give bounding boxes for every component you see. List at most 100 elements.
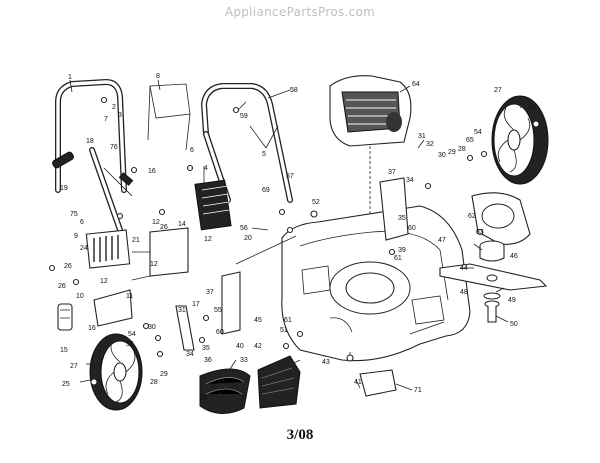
callout-15: 15: [60, 347, 68, 354]
callout-28b: 28: [150, 379, 158, 386]
callout-41: 41: [354, 379, 362, 386]
callout-28: 28: [458, 146, 466, 153]
callout-46: 46: [510, 253, 518, 260]
callout-31: 31: [418, 133, 426, 140]
callout-54: 54: [474, 129, 482, 136]
rear-door-9: [85, 229, 131, 269]
callout-26: 26: [160, 224, 168, 231]
callout-3: 3: [118, 112, 122, 119]
callout-9: 9: [74, 233, 78, 240]
callout-2: 2: [112, 104, 116, 111]
callout-37: 37: [388, 169, 396, 176]
callout-34b: 34: [186, 351, 194, 358]
callout-34: 34: [406, 177, 414, 184]
callout-26c: 26: [58, 283, 66, 290]
height-lever-37: [221, 271, 241, 335]
rear-wheel-27: [491, 95, 549, 185]
callout-65: 65: [466, 137, 474, 144]
callout-64: 64: [412, 81, 420, 88]
callout-30: 30: [438, 152, 446, 159]
callout-42: 42: [254, 343, 262, 350]
mulch-plug-38: [199, 368, 251, 414]
page-footer-date: 3/08: [286, 427, 314, 443]
callout-36: 36: [204, 357, 212, 364]
callout-20: 20: [244, 235, 252, 242]
callout-45: 45: [254, 317, 262, 324]
callout-35b: 35: [202, 345, 210, 352]
callout-43: 43: [322, 359, 330, 366]
callout-54b: 54: [128, 331, 136, 338]
side-deflector-4: [194, 179, 232, 231]
callout-39: 39: [398, 247, 406, 254]
callout-31b: 31: [178, 307, 186, 314]
callout-47: 47: [438, 237, 446, 244]
callout-56: 56: [240, 225, 248, 232]
upper-handle: [55, 79, 127, 193]
callout-57: 57: [286, 173, 294, 180]
callout-6b: 6: [80, 219, 84, 226]
bracket-10: [93, 289, 133, 327]
discharge-chute-62: [471, 192, 531, 245]
callout-29: 29: [448, 149, 456, 156]
callout-75: 75: [70, 211, 78, 218]
callout-12c: 12: [150, 261, 158, 268]
callout-10: 10: [76, 293, 84, 300]
callout-11: 11: [126, 293, 133, 300]
callout-12: 12: [152, 219, 160, 226]
callout-14: 14: [178, 221, 186, 228]
callout-30b: 30: [148, 324, 156, 331]
callout-63: 63: [476, 229, 484, 236]
mower-deck: [281, 205, 471, 362]
callout-4: 4: [204, 165, 208, 172]
callout-5: 5: [262, 151, 266, 158]
engine-64: [329, 75, 412, 262]
callout-58: 58: [290, 87, 298, 94]
callout-8: 8: [156, 73, 160, 80]
callout-25: 25: [528, 105, 536, 112]
callout-76: 76: [110, 144, 118, 151]
callout-18: 18: [86, 138, 94, 145]
callout-71: 71: [414, 387, 422, 394]
callout-27b: 27: [70, 363, 78, 370]
callout-24: 24: [80, 245, 88, 252]
callout-44: 44: [460, 265, 468, 272]
callout-17: 17: [192, 301, 200, 308]
callout-62: 62: [468, 213, 476, 220]
watermark: AppliancePartsPros.com: [224, 5, 376, 19]
callout-33: 33: [240, 357, 248, 364]
cable-76: [103, 167, 134, 197]
hardware: [48, 96, 540, 386]
callout-61b: 61: [284, 317, 292, 324]
axle-rod-20: [235, 235, 297, 265]
callout-32: 32: [426, 141, 434, 148]
callout-27: 27: [494, 87, 502, 94]
callout-55: 55: [214, 307, 222, 314]
bracket-41-71: [359, 369, 397, 397]
callout-12b: 12: [204, 236, 212, 243]
callout-29b: 29: [160, 371, 168, 378]
callout-1: 1: [68, 74, 72, 81]
callout-labels: 1 8 2 3 7 58 59 64 27 25 18 76 6 5 31 32…: [58, 73, 536, 402]
front-wheel-27: [89, 333, 143, 411]
bracket-14: [131, 227, 189, 281]
callout-12d: 12: [100, 278, 108, 285]
pivot-bar-31: [175, 305, 195, 351]
callout-16: 16: [148, 168, 156, 175]
height-adjuster-15: [57, 303, 73, 331]
blade-44: [439, 263, 548, 291]
callout-49: 49: [508, 297, 516, 304]
pivot-bracket-60: [379, 177, 409, 241]
callout-37b: 37: [206, 289, 214, 296]
lower-handle-arms: [89, 147, 123, 233]
callout-7: 7: [104, 116, 108, 123]
callout-6: 6: [190, 147, 194, 154]
callout-52: 52: [312, 199, 320, 206]
callout-48: 48: [460, 289, 468, 296]
callout-38: 38: [200, 395, 208, 402]
callout-55b: 55: [126, 341, 134, 348]
callout-60b: 60: [216, 329, 224, 336]
blade-bolt-50: [483, 292, 501, 323]
callout-26b: 26: [64, 263, 72, 270]
control-knob-19: [52, 151, 74, 169]
callout-69: 69: [262, 187, 270, 194]
